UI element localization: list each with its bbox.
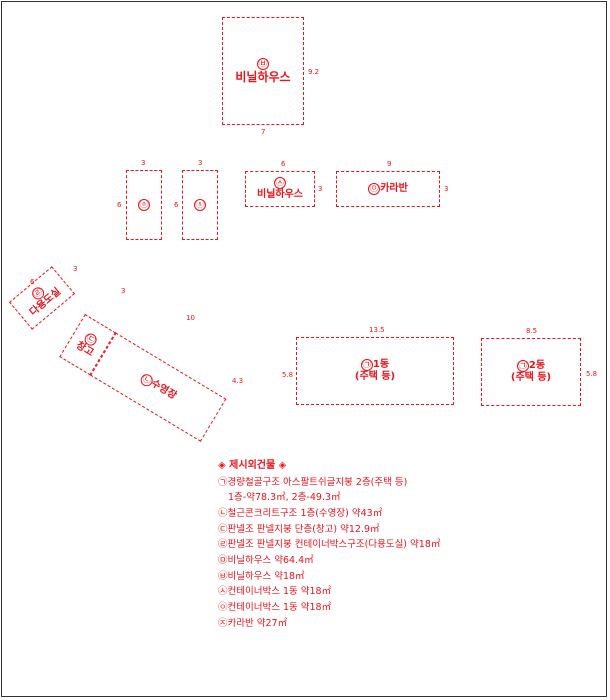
dimension-width: 3 (198, 159, 203, 167)
dimension-height: 3 (444, 185, 449, 193)
dimension-height: 6 (117, 201, 122, 209)
building-name: 2동 (528, 359, 546, 371)
dimension-height: 4.3 (232, 377, 244, 385)
dimension-height: 3 (318, 185, 323, 193)
building-greenhouse-small: ㉦ 비닐하우스 (245, 171, 315, 207)
building-mark: ㉠ (360, 358, 373, 371)
building-name: 카라반 (380, 182, 408, 194)
building-mark: ㉧ (368, 183, 381, 195)
building-subtitle: (주택 등) (510, 372, 552, 383)
building-mark: ㉠ (516, 359, 529, 372)
dimension-width: 3 (73, 265, 78, 273)
legend-row: 1층-약78.3㎡, 2층-49.3㎡ (228, 492, 341, 504)
dimension-width: 13.5 (369, 326, 385, 334)
dimension-height: 6 (174, 201, 179, 209)
legend-row: ㉧컨테이너박스 1동 약18㎡ (218, 601, 332, 613)
building-container-s: ⓢ (182, 170, 218, 240)
dimension-height: 6 (30, 278, 35, 286)
legend-row: ㉢판넬조 판넬지붕 단층(창고) 약12.9㎡ (218, 523, 380, 535)
building-subtitle: (주택 등) (354, 371, 396, 382)
building-caravan: ㉧ 카라반 (336, 171, 440, 207)
legend-title: ◈ 제시외건물 ◈ (218, 460, 287, 471)
dimension-height: 5.8 (586, 370, 598, 378)
dimension-width: 8.5 (526, 327, 538, 335)
building-mark: ⓢ (194, 199, 206, 211)
dimension-width: 9 (387, 160, 392, 168)
dimension-height: 5.8 (282, 371, 294, 379)
building-greenhouse-large: ㉥ 비닐하우스 (222, 17, 304, 125)
building-container-o: ⓞ (126, 170, 162, 240)
legend-row: ㉤비닐하우스 약64.4㎡ (218, 554, 314, 566)
legend-row: ㉦컨테이너박스 1동 약18㎡ (218, 586, 332, 598)
dimension-width: 3 (141, 159, 146, 167)
legend-row: ㉨카라반 약27㎡ (218, 617, 288, 629)
dimension-width: 3 (121, 287, 126, 295)
building-name: 수영장 (149, 377, 179, 402)
dimension-width: 7 (261, 128, 266, 136)
legend-row: ㉠경량철골구조 아스팔트쉬글지붕 2층(주택 등) (218, 476, 408, 488)
building-name: 비닐하우스 (235, 69, 291, 84)
building-mark: ㉦ (274, 176, 286, 189)
dimension-width: 6 (281, 160, 286, 168)
building-mark: ⓞ (138, 199, 150, 211)
building-name: 비닐하우스 (257, 188, 303, 200)
building-name: 1동 (372, 358, 390, 370)
legend-row: ㉥비닐하우스 약18㎡ (218, 570, 305, 582)
dimension-width: 10 (186, 314, 195, 322)
legend-row: ㉣판넬조 판넬지붕 컨테이너박스구조(다용도실) 약18㎡ (218, 539, 441, 551)
dimension-height: 9.2 (308, 68, 320, 76)
building-mark: ㉥ (257, 57, 269, 70)
legend: ◈ 제시외건물 ◈ ㉠경량철골구조 아스팔트쉬글지붕 2층(주택 등) 1층-약… (218, 458, 440, 631)
legend-row: ㉡철근콘크리트구조 1층(수영장) 약43㎡ (218, 507, 383, 519)
